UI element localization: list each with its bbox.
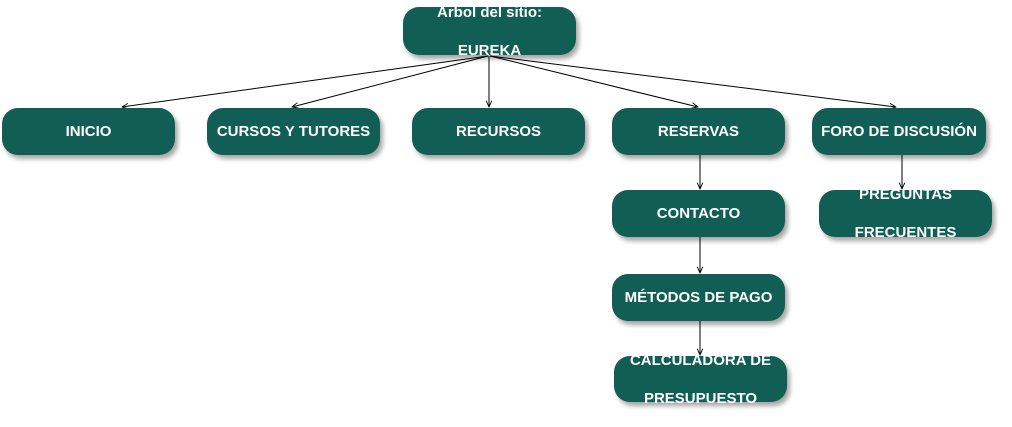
- root-title-line1: Arbol del sitio:: [437, 3, 542, 21]
- connector-root-inicio: [122, 55, 489, 107]
- node-preguntas-line2: FRECUENTES: [854, 224, 957, 241]
- connector-lines: [0, 55, 1012, 417]
- node-cursos-y-tutores: CURSOS Y TUTORES: [207, 108, 380, 155]
- node-contacto-label: CONTACTO: [656, 205, 741, 222]
- node-inicio: INICIO: [2, 108, 175, 155]
- root-title-line2: EUREKA: [457, 41, 522, 59]
- connector-root-reservas: [489, 55, 698, 107]
- node-contacto: CONTACTO: [612, 190, 785, 237]
- node-preguntas-frecuentes: PREGUNTAS FRECUENTES: [819, 186, 992, 241]
- node-reservas: RESERVAS: [612, 108, 785, 155]
- node-foro-de-discusion: FORO DE DISCUSIÓN: [812, 108, 986, 155]
- node-metodos-label: MÉTODOS DE PAGO: [624, 289, 773, 306]
- node-cursos-label: CURSOS Y TUTORES: [216, 123, 371, 140]
- root-node: Arbol del sitio: EUREKA: [403, 4, 576, 59]
- connector-root-foro: [489, 55, 896, 107]
- node-calculadora-line2: PRESUPUESTO: [643, 389, 758, 407]
- node-reservas-label: RESERVAS: [657, 123, 740, 140]
- site-tree-diagram: Arbol del sitio: EUREKA INICIO CURSOS Y …: [0, 4, 1012, 417]
- node-preguntas-line1: PREGUNTAS: [858, 186, 953, 203]
- node-calculadora-line1: CALCULADORA DE: [629, 351, 772, 369]
- connector-root-cursos: [292, 55, 489, 107]
- node-foro-label: FORO DE DISCUSIÓN: [821, 123, 977, 140]
- node-recursos: RECURSOS: [412, 108, 585, 155]
- node-inicio-label: INICIO: [65, 123, 112, 140]
- node-calculadora-de-presupuesto: CALCULADORA DE PRESUPUESTO: [614, 352, 787, 407]
- node-metodos-de-pago: MÉTODOS DE PAGO: [612, 274, 785, 321]
- node-recursos-label: RECURSOS: [455, 123, 541, 140]
